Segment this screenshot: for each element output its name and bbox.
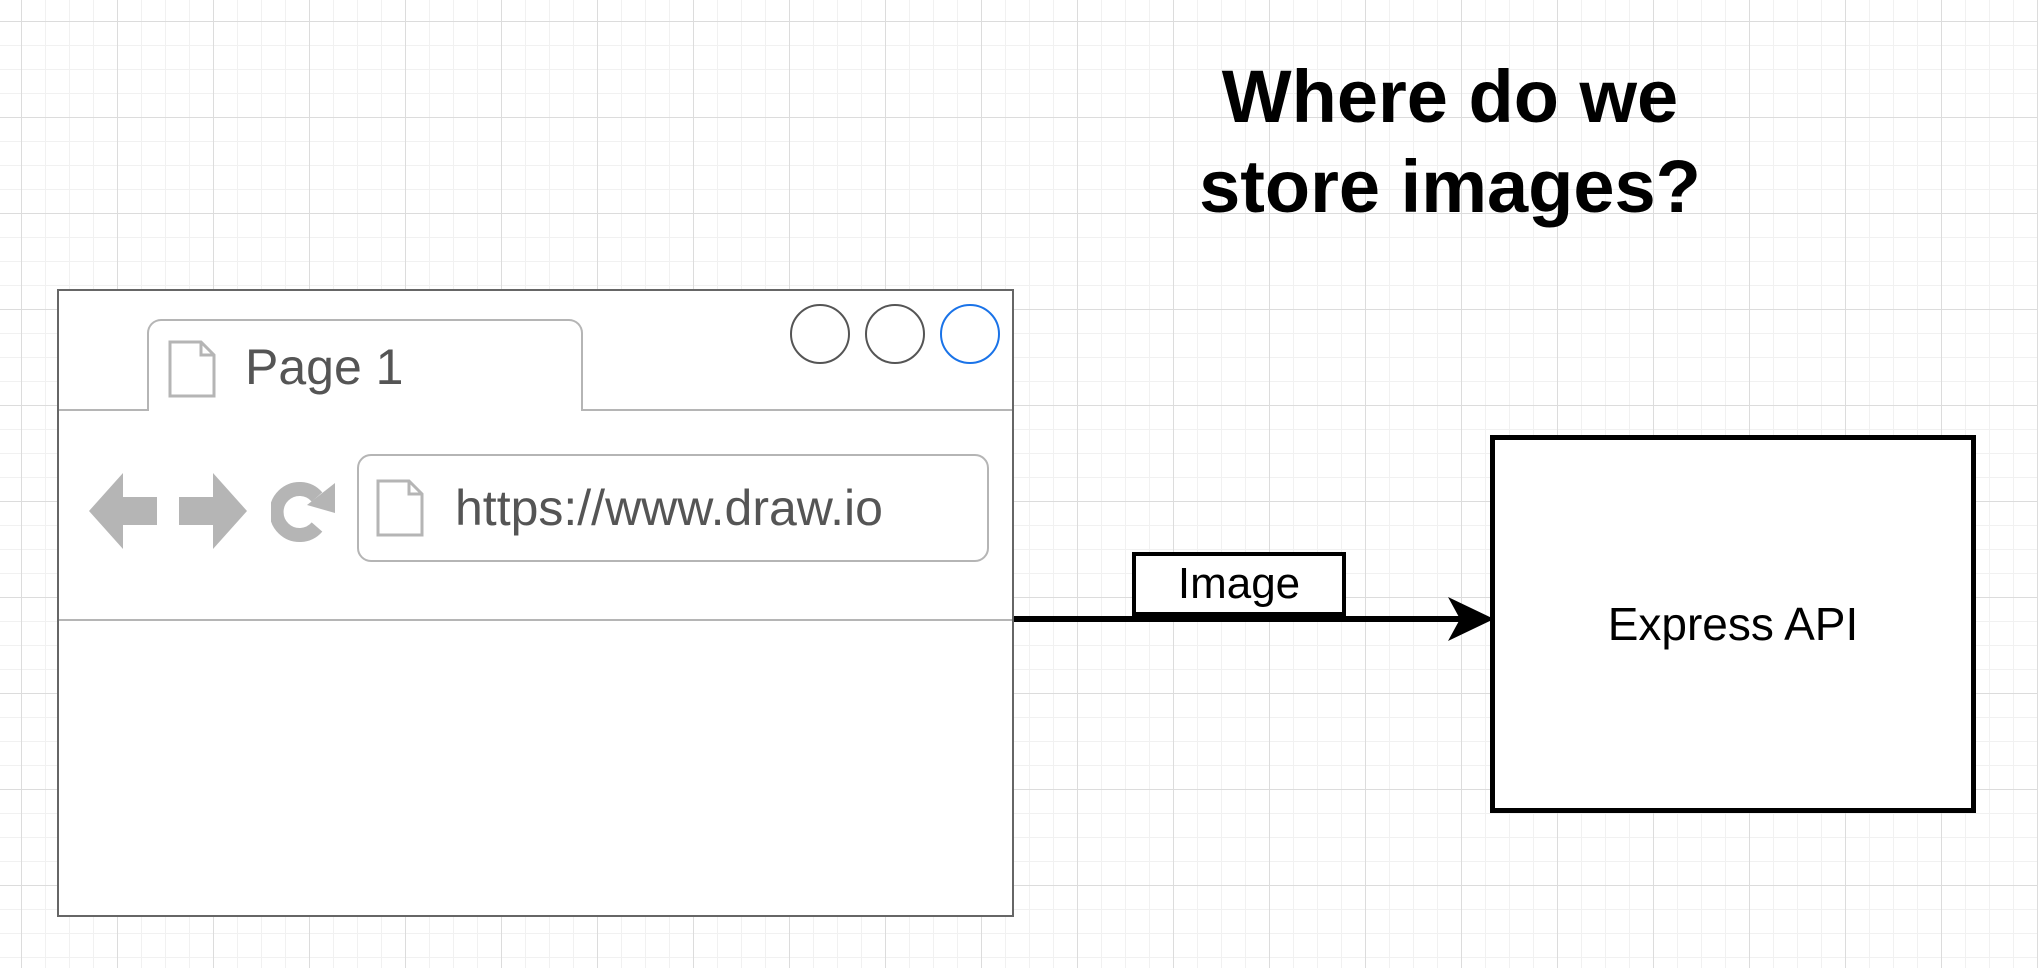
arrowhead-icon: [1448, 597, 1494, 641]
browser-tab[interactable]: Page 1: [147, 319, 583, 411]
image-edge-label: Image: [1132, 552, 1346, 616]
page-icon: [376, 479, 424, 537]
title-line-2: store images?: [1199, 145, 1701, 228]
tab-label: Page 1: [245, 339, 404, 395]
browser-window-mockup: Page 1 https://www.draw.io: [57, 289, 1014, 917]
close-button[interactable]: [940, 304, 1000, 364]
toolbar-divider: [59, 619, 1012, 621]
address-bar[interactable]: https://www.draw.io: [357, 454, 989, 562]
express-api-node: Express API: [1490, 435, 1976, 813]
forward-arrow-icon[interactable]: [179, 473, 247, 549]
minimize-button[interactable]: [790, 304, 850, 364]
url-text: https://www.draw.io: [455, 480, 883, 536]
title-line-1: Where do we: [1221, 55, 1679, 138]
back-arrow-icon[interactable]: [89, 473, 157, 549]
maximize-button[interactable]: [865, 304, 925, 364]
diagram-title: Where do we store images?: [1110, 52, 1790, 232]
express-api-label: Express API: [1607, 598, 1859, 650]
page-icon: [168, 340, 216, 398]
reload-icon[interactable]: [271, 479, 337, 545]
